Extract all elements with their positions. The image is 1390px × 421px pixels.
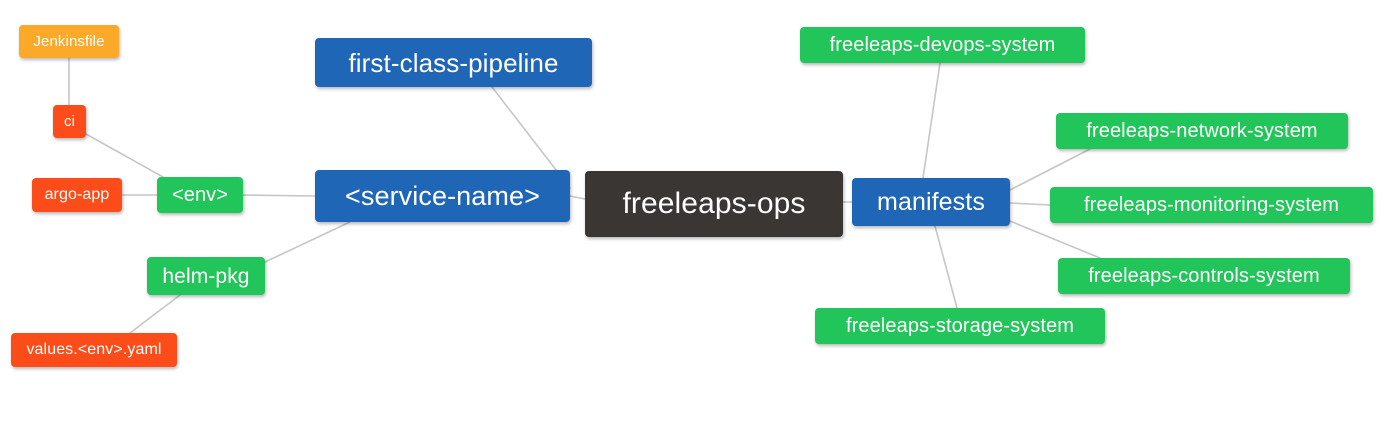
node-first-class-pipeline[interactable]: first-class-pipeline bbox=[315, 38, 592, 87]
node-jenkinsfile[interactable]: Jenkinsfile bbox=[19, 25, 119, 58]
node-helm-pkg[interactable]: helm-pkg bbox=[147, 257, 265, 295]
node-freeleaps-controls-system[interactable]: freeleaps-controls-system bbox=[1058, 258, 1350, 294]
edge-service-name-to-env bbox=[242, 194, 316, 197]
edge-manifests-to-freeleaps-network-system bbox=[1009, 148, 1091, 191]
node-manifests[interactable]: manifests bbox=[852, 178, 1010, 226]
node-freeleaps-devops-system[interactable]: freeleaps-devops-system bbox=[800, 27, 1085, 63]
node-argo-app[interactable]: argo-app bbox=[32, 178, 122, 212]
edge-manifests-to-freeleaps-storage-system bbox=[934, 225, 958, 309]
edge-manifests-to-freeleaps-monitoring-system bbox=[1009, 202, 1051, 206]
node-ci[interactable]: ci bbox=[53, 105, 86, 138]
node-env[interactable]: <env> bbox=[157, 177, 243, 213]
edge-manifests-to-freeleaps-controls-system bbox=[1009, 220, 1101, 259]
node-freeleaps-monitoring-system[interactable]: freeleaps-monitoring-system bbox=[1050, 187, 1373, 223]
node-freeleaps-storage-system[interactable]: freeleaps-storage-system bbox=[815, 308, 1105, 344]
node-freeleaps-ops[interactable]: freeleaps-ops bbox=[585, 171, 843, 237]
node-freeleaps-network-system[interactable]: freeleaps-network-system bbox=[1056, 113, 1348, 149]
node-values-env-yaml[interactable]: values.<env>.yaml bbox=[11, 333, 177, 367]
edge-service-name-to-helm-pkg bbox=[264, 221, 351, 263]
edge-freeleaps-ops-to-service-name bbox=[569, 195, 586, 200]
edge-manifests-to-freeleaps-devops-system bbox=[922, 62, 941, 179]
edge-helm-pkg-to-values-env-yaml bbox=[129, 294, 181, 334]
edge-env-to-ci bbox=[85, 133, 164, 178]
node-service-name[interactable]: <service-name> bbox=[315, 170, 570, 222]
